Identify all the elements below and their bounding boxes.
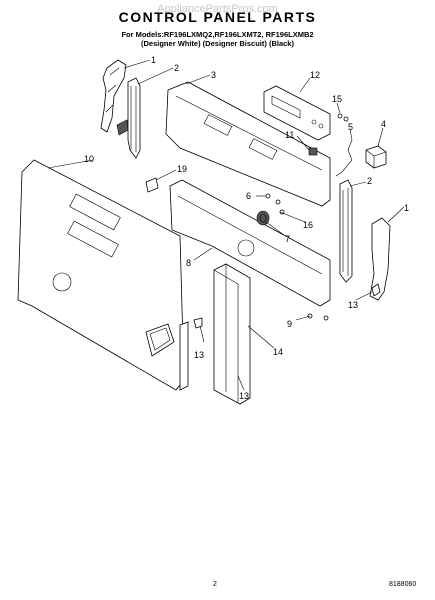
page-number: 2 bbox=[213, 581, 217, 588]
part-13-screw-b bbox=[193, 317, 203, 329]
callout-8: 8 bbox=[186, 258, 191, 268]
leader-lines bbox=[47, 59, 405, 391]
callout-10: 10 bbox=[84, 154, 94, 164]
document-number: 8188060 bbox=[389, 581, 417, 588]
callout-13-bottom: 13 bbox=[239, 391, 249, 401]
part-2-left-bracket bbox=[116, 77, 141, 159]
callout-1-right: 1 bbox=[404, 203, 409, 213]
callout-2-right: 2 bbox=[367, 176, 372, 186]
part-5-wire bbox=[335, 139, 353, 177]
callout-7: 7 bbox=[285, 234, 290, 244]
callout-12: 12 bbox=[310, 70, 320, 80]
part-13-screw-a bbox=[371, 283, 381, 297]
callout-5: 5 bbox=[348, 122, 353, 132]
callout-1: 1 bbox=[151, 55, 156, 65]
part-2-right-bracket bbox=[339, 179, 353, 283]
callout-19: 19 bbox=[177, 164, 187, 174]
part-10-side-panel bbox=[17, 159, 185, 391]
part-4-switch bbox=[365, 145, 387, 169]
callout-16: 16 bbox=[303, 220, 313, 230]
colors-line: (Designer White) (Designer Biscuit) (Bla… bbox=[141, 39, 294, 48]
callout-3: 3 bbox=[211, 70, 216, 80]
part-14-channel bbox=[179, 263, 251, 405]
part-8-lower-trim bbox=[169, 179, 331, 307]
part-1-left-end-cap bbox=[100, 59, 127, 133]
callout-11: 11 bbox=[285, 130, 294, 140]
models-line: For Models:RF196LXMQ2,RF196LXMT2, RF196L… bbox=[121, 30, 314, 39]
part-15-screws bbox=[337, 113, 349, 122]
part-3-panel-back bbox=[165, 81, 331, 207]
page-title: CONTROL PANEL PARTS bbox=[118, 9, 317, 25]
callout-6: 6 bbox=[246, 191, 251, 201]
callout-14: 14 bbox=[273, 347, 283, 357]
part-7-knob bbox=[256, 210, 270, 226]
part-16-screw bbox=[275, 199, 281, 205]
part-1-right-end-cap bbox=[369, 217, 391, 301]
part-6-screw bbox=[265, 193, 271, 199]
callout-13-left: 13 bbox=[194, 350, 204, 360]
part-9-screw-b bbox=[323, 315, 329, 321]
callout-2: 2 bbox=[174, 63, 179, 73]
part-12-display-board bbox=[263, 85, 331, 141]
part-11-clip bbox=[308, 147, 318, 156]
callout-13-right: 13 bbox=[348, 300, 358, 310]
callout-9: 9 bbox=[287, 319, 292, 329]
callout-4: 4 bbox=[381, 119, 386, 129]
part-19-bracket bbox=[145, 177, 159, 193]
watermark: AppliancePartsPros.com bbox=[157, 3, 278, 15]
callout-15: 15 bbox=[332, 94, 342, 104]
